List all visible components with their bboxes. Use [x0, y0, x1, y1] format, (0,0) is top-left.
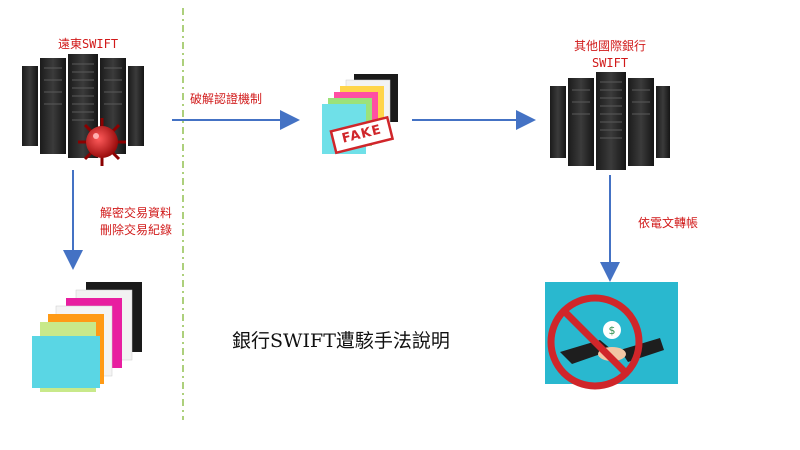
server-rack-icon — [550, 72, 670, 170]
edge-label-wire-transfer: 依電文轉帳 — [638, 216, 699, 230]
edge-label-crack-auth: 破解認證機制 — [190, 92, 263, 106]
edge-label-decrypt-line1: 解密交易資料 — [100, 206, 173, 220]
node-label-far-east-swift: 遠東SWIFT — [57, 37, 119, 51]
no-bribery-icon: $ — [545, 282, 678, 390]
edge-label-decrypt-line2: 刪除交易紀錄 — [100, 223, 173, 237]
node-label-other-bank-line2: SWIFT — [591, 56, 629, 70]
fake-stamp-icon — [329, 115, 395, 155]
svg-text:$: $ — [609, 324, 616, 337]
server-rack-icon — [22, 54, 144, 158]
file-folders-icon — [32, 282, 142, 392]
virus-icon — [78, 118, 126, 166]
diagram-title: 銀行SWIFT遭駭手法說明 — [232, 330, 450, 352]
node-label-other-bank-line1: 其他國際銀行 — [573, 39, 646, 53]
